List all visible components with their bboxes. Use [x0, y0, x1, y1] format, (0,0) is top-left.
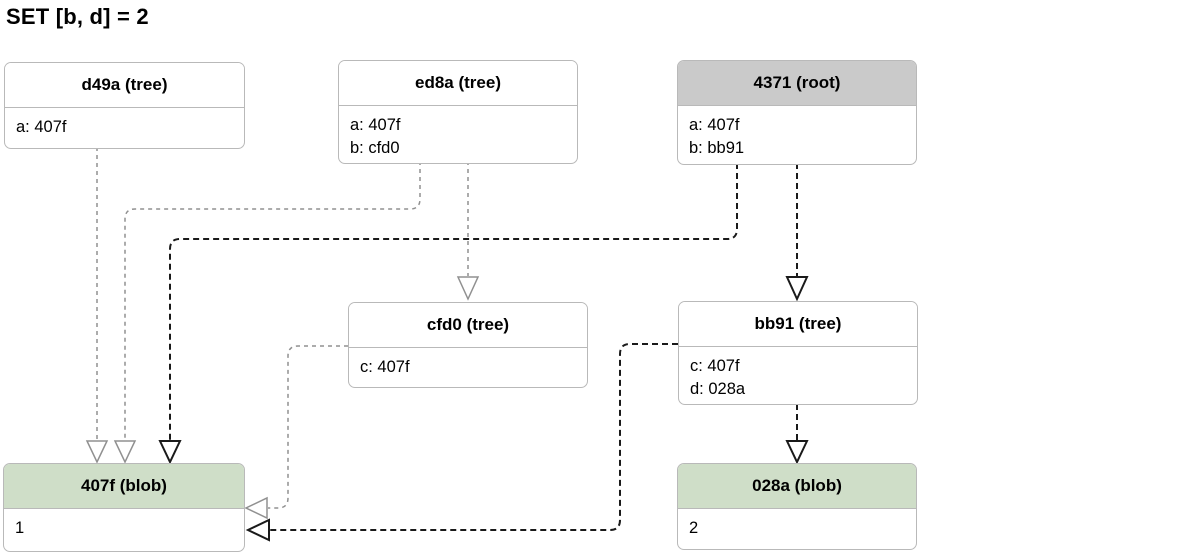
- edge-d49a-a-to-407f: [85, 147, 109, 464]
- node-bb91-body: c: 407f d: 028a: [679, 347, 917, 404]
- node-ed8a-header: ed8a (tree): [339, 61, 577, 106]
- edge-arrowhead-icon: [113, 440, 137, 464]
- edge-bb91-c-to-407f: [245, 343, 678, 542]
- edge-bb91-d-to-028a: [785, 404, 809, 465]
- tree-entry: a: 407f: [689, 116, 740, 134]
- node-ed8a-body: a: 407f b: cfd0: [339, 106, 577, 163]
- node-028a-blob: 028a (blob) 2: [677, 463, 917, 550]
- edge-cfd0-c-to-407f: [244, 345, 348, 520]
- node-407f-body: 1: [4, 509, 244, 546]
- edge-4371-a-to-407f: [158, 163, 738, 465]
- edge-line: [124, 161, 421, 440]
- edge-arrowhead-icon: [456, 276, 480, 301]
- tree-entry: c: 407f: [690, 357, 740, 375]
- page-title: SET [b, d] = 2: [6, 4, 149, 29]
- edge-line: [270, 343, 678, 531]
- edge-4371-b-to-bb91: [785, 163, 809, 302]
- node-bb91-tree: bb91 (tree) c: 407f d: 028a: [678, 301, 918, 405]
- node-4371-body: a: 407f b: bb91: [678, 106, 916, 164]
- tree-entry: a: 407f: [16, 118, 67, 136]
- edge-arrowhead-icon: [85, 440, 109, 464]
- node-d49a-body: a: 407f: [5, 108, 244, 145]
- node-4371-root: 4371 (root) a: 407f b: bb91: [677, 60, 917, 165]
- tree-entry: a: 407f: [350, 116, 401, 134]
- edge-ed8a-a-to-407f: [113, 161, 421, 464]
- node-cfd0-header: cfd0 (tree): [349, 303, 587, 348]
- edge-line: [268, 345, 348, 509]
- edge-line: [169, 163, 738, 440]
- edge-arrowhead-icon: [785, 276, 809, 302]
- blob-value: 1: [15, 519, 25, 537]
- node-028a-header: 028a (blob): [678, 464, 916, 509]
- node-cfd0-tree: cfd0 (tree) c: 407f: [348, 302, 588, 388]
- node-d49a-header: d49a (tree): [5, 63, 244, 108]
- edge-arrowhead-icon: [245, 518, 270, 542]
- tree-entry: b: bb91: [689, 139, 745, 157]
- node-028a-body: 2: [678, 509, 916, 546]
- tree-entry: c: 407f: [360, 358, 410, 376]
- tree-entry: d: 028a: [690, 380, 746, 398]
- edge-ed8a-b-to-cfd0: [456, 161, 480, 301]
- edge-arrowhead-icon: [158, 440, 182, 465]
- node-ed8a-tree: ed8a (tree) a: 407f b: cfd0: [338, 60, 578, 164]
- node-4371-header: 4371 (root): [678, 61, 916, 106]
- blob-value: 2: [689, 519, 699, 537]
- node-bb91-header: bb91 (tree): [679, 302, 917, 347]
- tree-entry: b: cfd0: [350, 139, 400, 157]
- node-407f-blob: 407f (blob) 1: [3, 463, 245, 552]
- edge-arrowhead-icon: [244, 496, 268, 520]
- node-d49a-tree: d49a (tree) a: 407f: [4, 62, 245, 149]
- node-407f-header: 407f (blob): [4, 464, 244, 509]
- node-cfd0-body: c: 407f: [349, 348, 587, 385]
- edge-arrowhead-icon: [785, 440, 809, 465]
